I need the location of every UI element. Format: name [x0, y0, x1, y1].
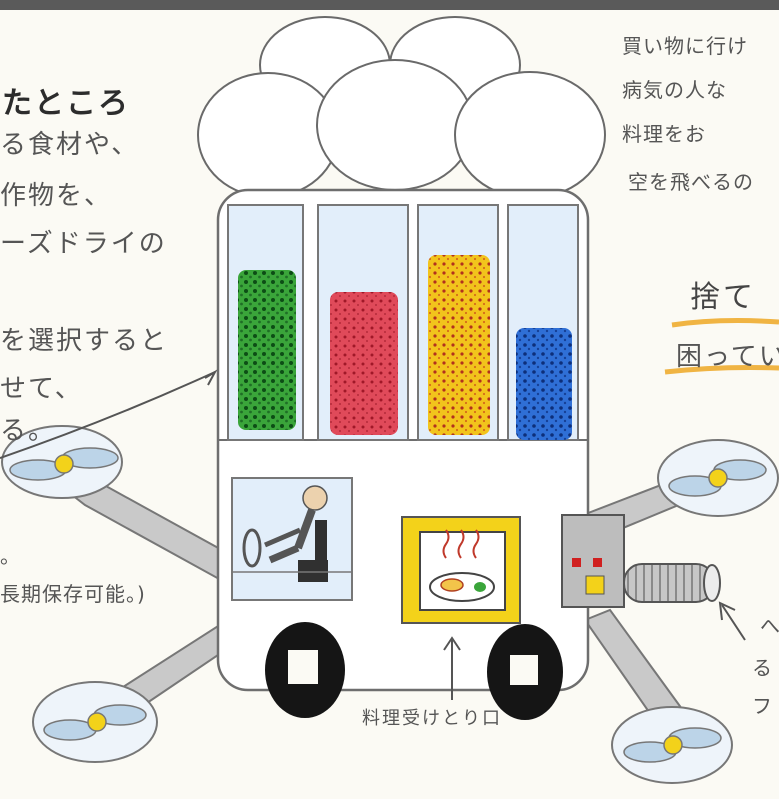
- propeller-bottom-right: [611, 706, 733, 784]
- left-select-line-1: を選択すると: [0, 326, 169, 356]
- chef-hat: [197, 16, 606, 199]
- left-line-1: る食材や、: [0, 130, 140, 160]
- propeller-top-left: [1, 425, 123, 499]
- driver-window: [231, 477, 353, 601]
- red-ingredient-tube: [330, 292, 398, 435]
- right-big-heading: 捨て: [690, 280, 756, 315]
- green-ingredient-tube: [238, 270, 296, 430]
- propeller-bottom-left: [32, 681, 158, 763]
- tires: [265, 622, 563, 720]
- highlight-stroke-bottom: [664, 365, 779, 375]
- food-pickup-window: [401, 516, 521, 624]
- exhaust-box: [561, 514, 721, 608]
- left-line-2: 作物を、: [0, 181, 113, 211]
- pickup-caption: 料理受けとり口: [362, 708, 502, 729]
- left-heading: たところ: [2, 86, 130, 121]
- highlight-stroke-top: [671, 318, 779, 328]
- right-line-1: 買い物に行け: [622, 34, 748, 58]
- top-border: [0, 0, 779, 10]
- bottom-right-line-1: へ: [760, 614, 779, 638]
- yellow-ingredient-tube: [428, 255, 490, 435]
- left-dot: 。: [0, 544, 21, 568]
- right-line-4: 空を飛べるの: [628, 170, 754, 194]
- blue-ingredient-tube: [516, 328, 572, 440]
- left-line-3: ーズドライの: [0, 229, 167, 259]
- storage-note: 長期保存可能。): [0, 582, 146, 606]
- left-select-line-2: せて、: [0, 374, 83, 404]
- left-select-line-3: る。: [0, 416, 57, 446]
- right-line-3: 料理をお: [622, 122, 706, 146]
- ingredient-tubes: [227, 204, 579, 441]
- right-sub-heading: 困ってい: [676, 342, 779, 372]
- annotation-arrows: [0, 369, 746, 700]
- bottom-right-line-3: フ: [752, 694, 773, 718]
- bottom-right-line-2: る: [752, 656, 773, 680]
- propeller-top-right: [657, 439, 779, 517]
- right-line-2: 病気の人な: [622, 78, 727, 102]
